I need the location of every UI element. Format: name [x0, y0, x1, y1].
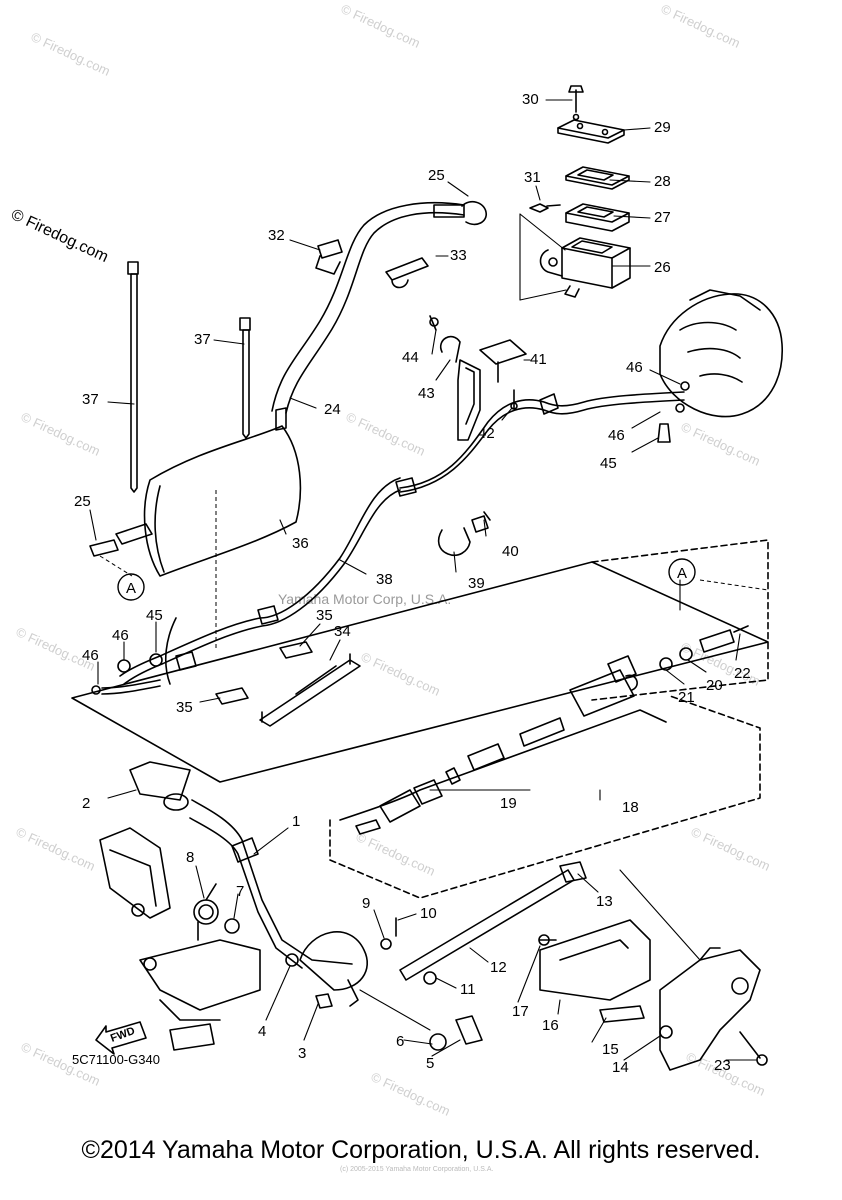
watermarks: © Firedog.com © Firedog.com © Firedog.co…: [8, 1, 772, 1119]
callout: 35: [176, 699, 193, 716]
callout-numbers: 30 29 28 31 27 25 26 32 33 37 44 41 43 4…: [74, 91, 751, 1076]
callout: 44: [402, 349, 419, 366]
footer-copyright: ©2014 Yamaha Motor Corporation, U.S.A. A…: [81, 1136, 761, 1164]
watermark: © Firedog.com: [354, 829, 438, 879]
callout: 24: [324, 401, 341, 418]
watermark: © Firedog.com: [19, 409, 103, 459]
callout: 25: [428, 167, 445, 184]
master-cylinder: [529, 85, 631, 298]
callout: 34: [334, 623, 351, 640]
callout: 20: [706, 677, 723, 694]
watermark: © Firedog.com: [659, 1, 743, 51]
callout: 45: [146, 607, 163, 624]
callout: 35: [316, 607, 333, 624]
callout: 25: [74, 493, 91, 510]
watermark: © Firedog.com: [359, 649, 443, 699]
watermark-dark: © Firedog.com: [8, 206, 110, 266]
callout: 21: [678, 689, 695, 706]
watermark: © Firedog.com: [14, 824, 98, 874]
callout: 36: [292, 535, 309, 552]
callout: 40: [502, 543, 519, 560]
callout: 26: [654, 259, 671, 276]
callout: 4: [258, 1023, 266, 1040]
ref-marker-a: A: [126, 580, 136, 597]
watermark: © Firedog.com: [344, 409, 428, 459]
callout: 12: [490, 959, 507, 976]
callout: 9: [362, 895, 370, 912]
watermark: © Firedog.com: [339, 1, 423, 51]
callout: 37: [194, 331, 211, 348]
ref-marker-a: A: [677, 565, 687, 582]
callout: 15: [602, 1041, 619, 1058]
callout: 14: [612, 1059, 629, 1076]
callout: 23: [714, 1057, 731, 1074]
callout: 3: [298, 1045, 306, 1062]
callout: 41: [530, 351, 547, 368]
diagram-code: 5C71100-G340: [72, 1052, 160, 1067]
callout: 29: [654, 119, 671, 136]
callout: 31: [524, 169, 541, 186]
callout: 16: [542, 1017, 559, 1034]
callout: 6: [396, 1033, 404, 1050]
leader-lines: [89, 99, 757, 1061]
callout: 19: [500, 795, 517, 812]
callout: 42: [478, 425, 495, 442]
callout: 1: [292, 813, 300, 830]
callout: 22: [734, 665, 751, 682]
watermark: © Firedog.com: [29, 29, 113, 79]
callout: 5: [426, 1055, 434, 1072]
callout: 32: [268, 227, 285, 244]
callout: 45: [600, 455, 617, 472]
fwd-arrow-icon: [95, 1021, 147, 1055]
watermark: © Firedog.com: [689, 824, 773, 874]
callout: 27: [654, 209, 671, 226]
line-art: [71, 85, 783, 1071]
callout: 46: [626, 359, 643, 376]
watermark: © Firedog.com: [679, 419, 763, 469]
callout: 33: [450, 247, 467, 264]
callout: 37: [82, 391, 99, 408]
callout: 2: [82, 795, 90, 812]
callout: 39: [468, 575, 485, 592]
callout: 30: [522, 91, 539, 108]
callout: 18: [622, 799, 639, 816]
callout: 17: [512, 1003, 529, 1020]
callout: 11: [460, 981, 476, 998]
callout: 43: [418, 385, 435, 402]
reference-markers: A A: [117, 558, 696, 601]
callout: 13: [596, 893, 613, 910]
credit-text: Yamaha Motor Corp, U.S.A.: [278, 591, 451, 607]
callout: 7: [236, 883, 244, 900]
callout: 10: [420, 905, 437, 922]
dashed-reference-lines: [99, 490, 769, 650]
callout: 28: [654, 173, 671, 190]
callout: 46: [608, 427, 625, 444]
tiny-copyright-note: (c) 2005-2015 Yamaha Motor Corporation, …: [340, 1166, 494, 1173]
callout: 46: [82, 647, 99, 664]
watermark: © Firedog.com: [369, 1069, 453, 1119]
callout: 8: [186, 849, 194, 866]
callout: 46: [112, 627, 129, 644]
callout: 38: [376, 571, 393, 588]
